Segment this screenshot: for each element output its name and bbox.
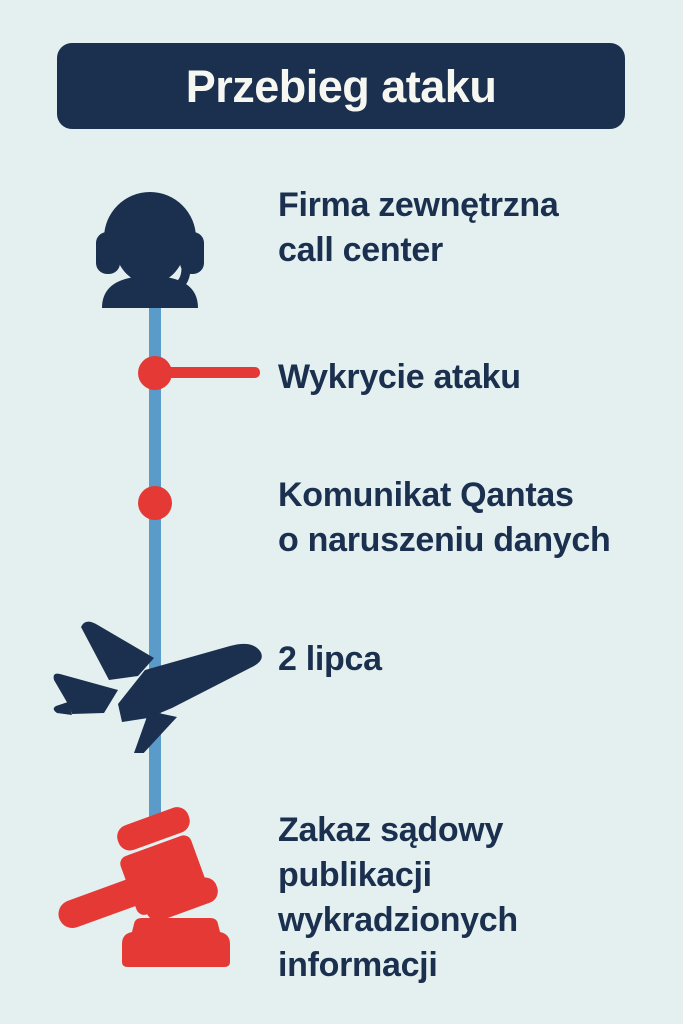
airplane-icon — [52, 618, 272, 759]
page-title: Przebieg ataku — [185, 60, 497, 112]
step-label-qantas-statement: Komunikat Qantas o naruszeniu danych — [278, 476, 611, 559]
step-label-july-second: 2 lipca — [278, 640, 382, 678]
title-banner: Przebieg ataku — [57, 43, 625, 129]
timeline-dot-qantas-statement — [138, 486, 172, 520]
step-label-attack-detected: Wykrycie ataku — [278, 358, 521, 396]
step-label-call-center: Firma zewnętrzna call center — [278, 186, 559, 269]
headset-agent-icon — [86, 176, 214, 313]
gavel-icon — [54, 804, 254, 974]
step-label-court-injunction: Zakaz sądowy publikacji wykradzionych in… — [278, 811, 518, 984]
timeline-connector-line — [160, 367, 260, 378]
